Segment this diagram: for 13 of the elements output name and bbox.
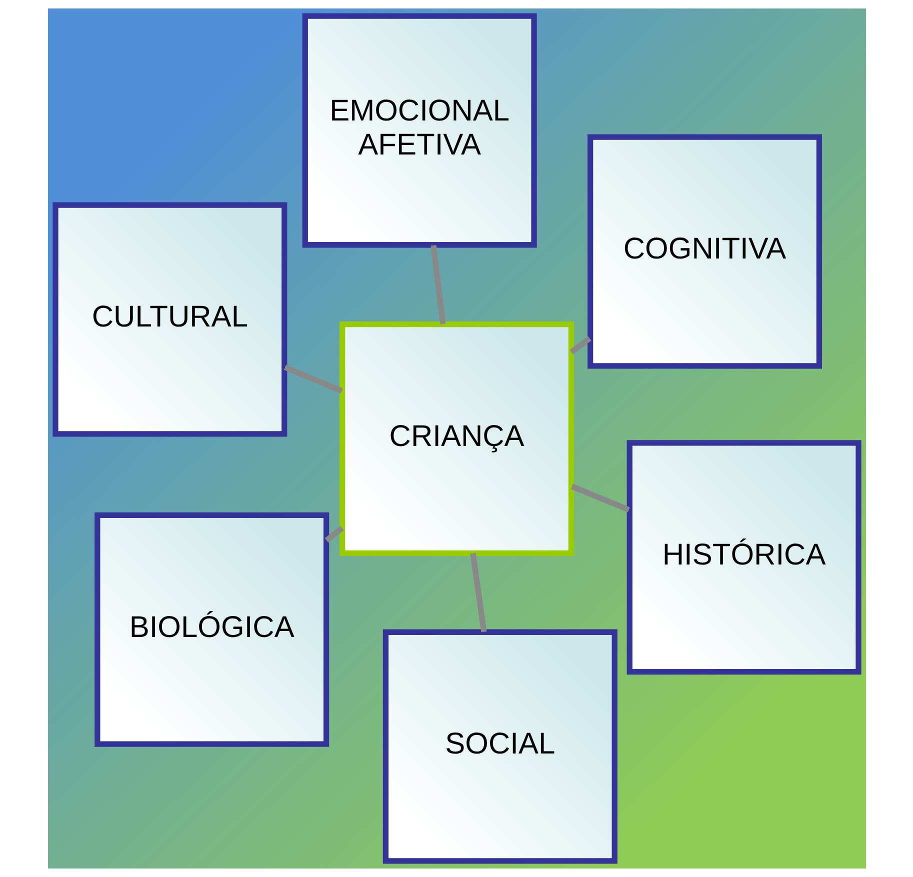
connector: [283, 364, 342, 394]
node-box: SOCIAL: [382, 629, 617, 864]
connector: [430, 245, 446, 324]
connector: [470, 553, 486, 632]
connector: [570, 484, 630, 512]
node-box: CULTURAL: [52, 202, 287, 437]
node-box: COGNITIVA: [587, 134, 822, 369]
node-box: CRIANÇA: [339, 322, 574, 556]
connector: [569, 336, 591, 354]
node-box: BIOLÓGICA: [94, 512, 329, 747]
connector: [324, 526, 344, 543]
node-box: EMOCIONAL AFETIVA: [302, 13, 536, 248]
node-box: HISTÓRICA: [626, 440, 861, 675]
